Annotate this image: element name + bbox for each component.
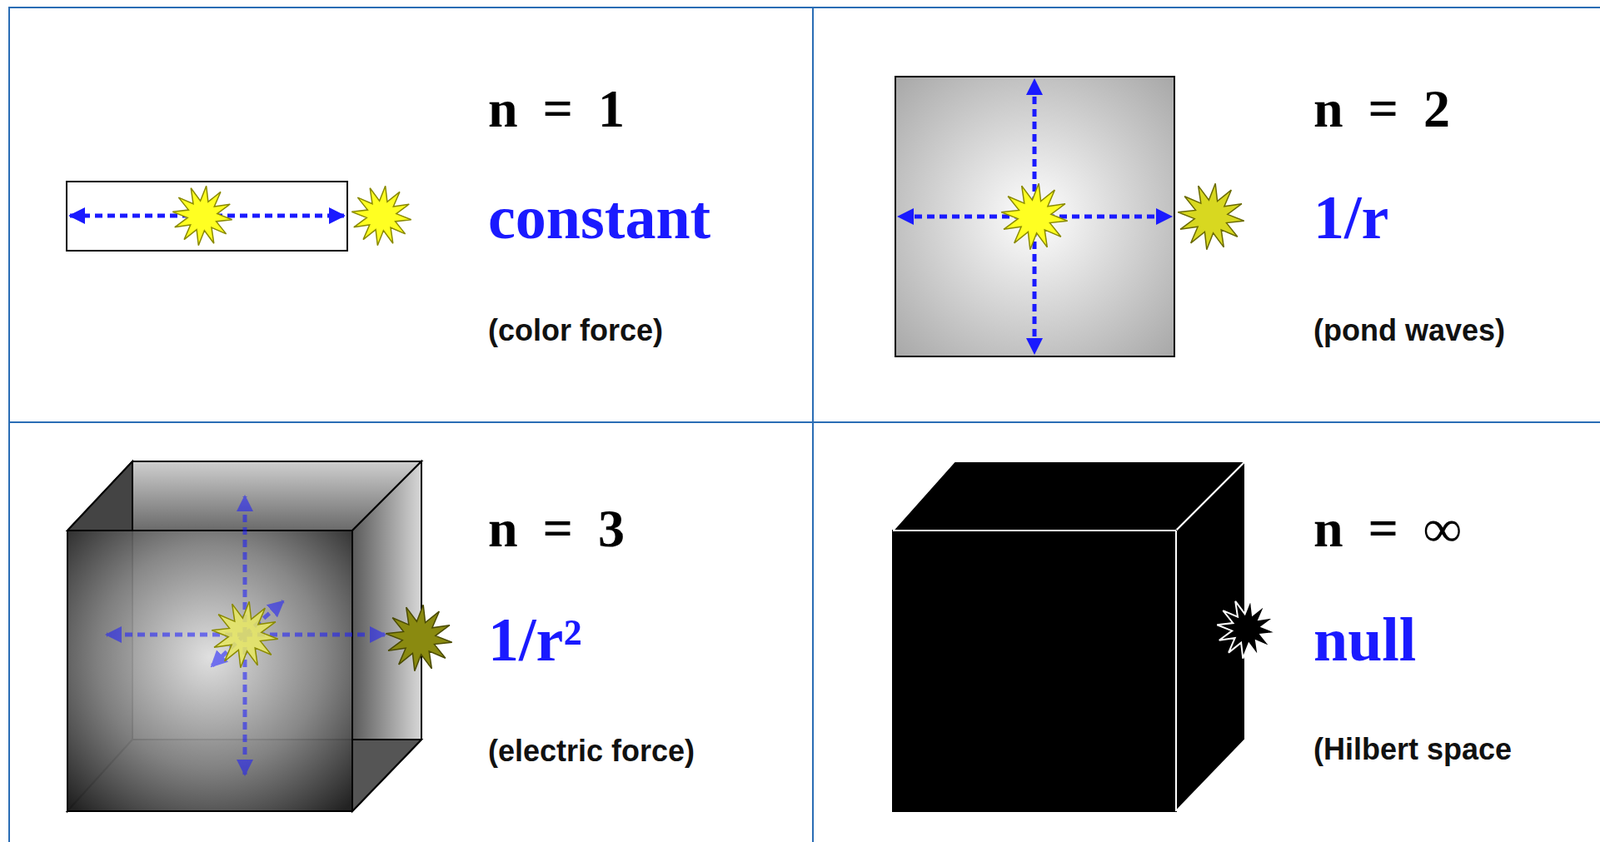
- example-label: (pond waves): [1313, 315, 1506, 346]
- dimension-panel: n = ∞ null (Hilbert space: [812, 421, 1600, 842]
- dimension-label: n = 3: [488, 502, 625, 556]
- star-burst: [172, 185, 232, 245]
- dimension-panel: n = 3 1/r² (electric force): [8, 421, 814, 842]
- dimension-label: n = ∞: [1313, 502, 1462, 556]
- dimension-panel: n = 2 1/r (pond waves): [812, 6, 1600, 424]
- square-figure: [895, 76, 1245, 357]
- example-label: (color force): [488, 315, 663, 346]
- force-law: 1/r²: [488, 608, 583, 671]
- dimension-panel: n = 1 constant (color force): [8, 6, 814, 424]
- cube-figure: [67, 461, 453, 812]
- line-figure: [66, 181, 412, 251]
- black-cube-figure: [892, 461, 1277, 812]
- star-burst: [385, 604, 452, 671]
- dimension-label: n = 1: [488, 82, 625, 136]
- star-burst: [351, 185, 411, 245]
- force-law: 1/r: [1313, 186, 1389, 249]
- force-law: constant: [488, 186, 711, 249]
- star-burst: [211, 601, 278, 668]
- example-label: (Hilbert space: [1313, 734, 1512, 765]
- star-burst: [1216, 598, 1277, 658]
- star-burst: [1177, 183, 1244, 250]
- star-burst: [1001, 183, 1067, 250]
- dimension-label: n = 2: [1313, 82, 1451, 136]
- force-law: null: [1313, 608, 1416, 671]
- example-label: (electric force): [488, 736, 695, 767]
